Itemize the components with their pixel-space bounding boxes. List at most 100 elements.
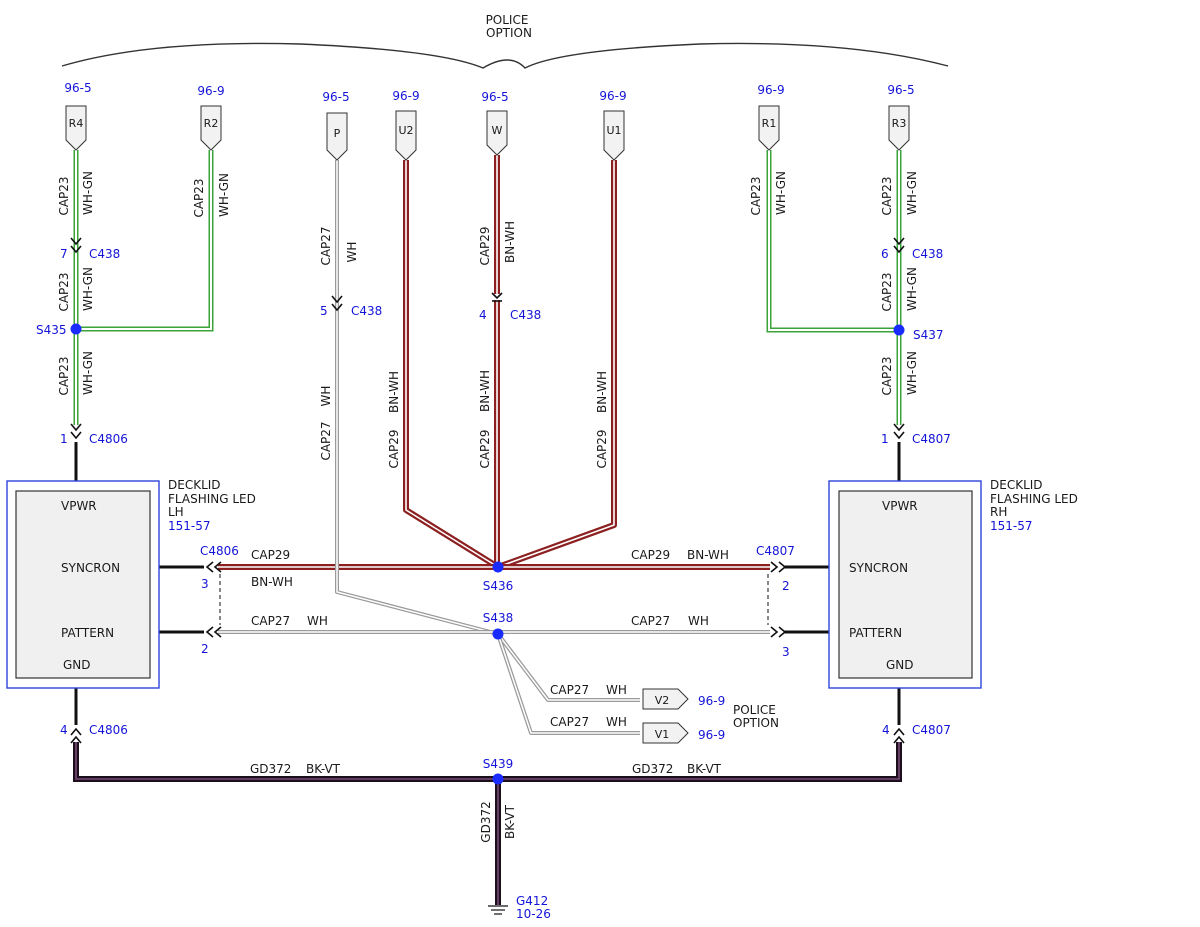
splice-s437-dot[interactable] [893, 324, 905, 336]
label-cap23-b: CAP23 [57, 272, 71, 311]
connector-r3[interactable]: R3 96-5 [887, 83, 915, 151]
label-whgn-r1: WH-GN [774, 171, 788, 215]
ref-u1[interactable]: 96-9 [599, 89, 626, 103]
police-option-title-1: POLICE [486, 13, 529, 27]
connector-r1[interactable]: R1 96-9 [757, 83, 785, 151]
ground-g412-name[interactable]: G412 [516, 894, 548, 908]
c4806-4-name[interactable]: C4806 [89, 723, 128, 737]
splice-s435-label[interactable]: S435 [36, 323, 67, 337]
splice-s435-dot[interactable] [70, 323, 82, 335]
ref-r4[interactable]: 96-5 [64, 81, 91, 95]
label-cap23-c: CAP23 [57, 356, 71, 395]
label-gd372-vert: GD372 [479, 801, 493, 842]
label-bkvt-vert: BK-VT [503, 804, 517, 839]
c438-6-name[interactable]: C438 [912, 247, 943, 261]
connector-r2[interactable]: R2 96-9 [197, 84, 225, 151]
wire-wh-gn-left[interactable] [73, 150, 214, 425]
splice-s436-label[interactable]: S436 [483, 579, 514, 593]
splice-s438-label[interactable]: S438 [483, 611, 514, 625]
label-cap29-h-left: CAP29 [251, 548, 290, 562]
label-gd372-left: GD372 [250, 762, 291, 776]
label-cap23-a: CAP23 [57, 176, 71, 215]
connector-w[interactable]: W 96-5 [481, 90, 509, 156]
module-decklid-led-lh[interactable] [6, 480, 160, 689]
c438-5-pin: 5 [320, 304, 328, 318]
inline-connector-labels: 7 C438 5 C438 4 C438 6 C438 1 C4806 1 C4… [60, 247, 951, 737]
rh-ref-link[interactable]: 151-57 [990, 519, 1033, 533]
rh-title-3: RH [990, 505, 1007, 519]
connector-v1[interactable]: V1 [642, 722, 689, 744]
c438-7-name[interactable]: C438 [89, 247, 120, 261]
label-whgn-r3b: WH-GN [905, 267, 919, 311]
splice-s439-label[interactable]: S439 [483, 757, 514, 771]
ground-symbol-icon [488, 905, 508, 915]
rh-vpwr-pin: VPWR [882, 499, 918, 513]
pin-p: P [334, 127, 341, 140]
ref-v1[interactable]: 96-9 [698, 728, 725, 742]
c438-7-pin: 7 [60, 247, 68, 261]
label-whgn-a: WH-GN [81, 171, 95, 215]
connector-u1[interactable]: U1 96-9 [599, 89, 627, 161]
lh-title-2: FLASHING LED [168, 492, 256, 506]
pin-r4: R4 [69, 117, 84, 130]
label-bkvt-left: BK-VT [306, 762, 341, 776]
label-bnwh-u1: BN-WH [595, 371, 609, 413]
c4807-1-name[interactable]: C4807 [912, 432, 951, 446]
splice-s439-dot[interactable] [492, 773, 504, 785]
connector-p[interactable]: P 96-5 [322, 90, 350, 161]
ref-r2[interactable]: 96-9 [197, 84, 224, 98]
ref-r3[interactable]: 96-5 [887, 83, 914, 97]
lh-gnd-pin: GND [63, 658, 91, 672]
c438-4-name[interactable]: C438 [510, 308, 541, 322]
lh-title-3: LH [168, 505, 184, 519]
ref-v2[interactable]: 96-9 [698, 694, 725, 708]
wire-wh-gn-right[interactable] [766, 150, 902, 425]
lh-ref-link[interactable]: 151-57 [168, 519, 211, 533]
splice-s438-dot[interactable] [492, 628, 504, 640]
pin-v1: V1 [655, 728, 670, 741]
splice-s437-label[interactable]: S437 [913, 328, 944, 342]
wire-bk-vt-gd372[interactable] [73, 742, 902, 905]
lh-pattern-pin: PATTERN [61, 626, 114, 640]
c4806-2-pin: 2 [201, 642, 209, 656]
connector-u2[interactable]: U2 96-9 [392, 89, 420, 161]
module-decklid-led-rh[interactable] [828, 480, 982, 689]
lh-syncron-pin: SYNCRON [61, 561, 120, 575]
c438-5-name[interactable]: C438 [351, 304, 382, 318]
label-cap29-u1: CAP29 [595, 429, 609, 468]
label-bnwh-u2: BN-WH [387, 371, 401, 413]
ref-u2[interactable]: 96-9 [392, 89, 419, 103]
pin-r3: R3 [892, 117, 907, 130]
label-wh-h-right: WH [688, 614, 709, 628]
c4806-1-name[interactable]: C4806 [89, 432, 128, 446]
ref-p[interactable]: 96-5 [322, 90, 349, 104]
c4807-4-name[interactable]: C4807 [912, 723, 951, 737]
pin-w: W [492, 124, 503, 137]
label-cap27-v1: CAP27 [550, 715, 589, 729]
c4807-2-name[interactable]: C4807 [756, 544, 795, 558]
connector-r4[interactable]: R4 96-5 [64, 81, 92, 151]
ref-w[interactable]: 96-5 [481, 90, 508, 104]
pin-r2: R2 [204, 117, 219, 130]
c438-6-pin: 6 [881, 247, 889, 261]
rh-syncron-pin: SYNCRON [849, 561, 908, 575]
label-cap27-p1: CAP27 [319, 226, 333, 265]
c4806-3-name[interactable]: C4806 [200, 544, 239, 558]
label-bnwh-w1: BN-WH [503, 221, 517, 263]
label-cap23-r3a: CAP23 [880, 176, 894, 215]
label-cap27-v2: CAP27 [550, 683, 589, 697]
splice-s436-dot[interactable] [492, 561, 504, 573]
label-cap27-p2: CAP27 [319, 421, 333, 460]
ref-r1[interactable]: 96-9 [757, 83, 784, 97]
splices [70, 323, 905, 785]
label-whgn-r3c: WH-GN [905, 351, 919, 395]
label-wh-p1: WH [345, 242, 359, 263]
wire-bn-wh-cap29[interactable] [218, 155, 770, 570]
ground-g412-ref[interactable]: 10-26 [516, 907, 551, 921]
c4807-1-pin: 1 [881, 432, 889, 446]
c4807-2-pin: 2 [782, 579, 790, 593]
police-option-label-1: POLICE [733, 703, 776, 717]
label-whgn-r2: WH-GN [217, 173, 231, 217]
rh-gnd-pin: GND [886, 658, 914, 672]
connector-v2[interactable]: V2 [642, 688, 689, 710]
